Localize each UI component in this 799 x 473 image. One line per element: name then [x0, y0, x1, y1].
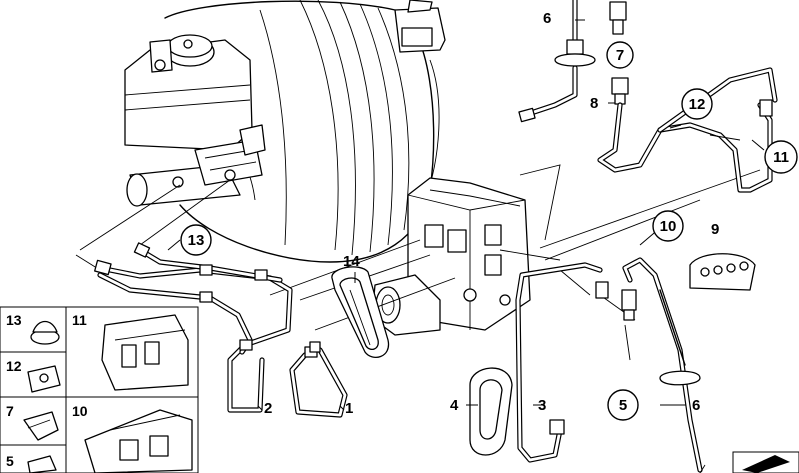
- callout-3: 3: [538, 397, 546, 414]
- callout-9: 9: [711, 221, 719, 238]
- pipe-clip-icon: [689, 253, 756, 291]
- inset-label-13: 13: [6, 312, 22, 328]
- abs-hydraulic-unit-icon: [371, 177, 531, 336]
- callout-8: 8: [590, 95, 598, 112]
- callout-14: 14: [343, 253, 360, 270]
- inset-label-12: 12: [6, 358, 22, 374]
- brake-hose-icon: [621, 257, 706, 473]
- inset-label-11: 11: [72, 312, 87, 328]
- brake-hose-icon: [518, 0, 629, 123]
- catalog-page-arrow-icon: [732, 451, 799, 473]
- callout-5: 5: [619, 397, 627, 414]
- callout-1: 1: [345, 400, 353, 417]
- callout-13: 13: [188, 232, 205, 249]
- inset-label-7: 7: [6, 403, 14, 419]
- pipe-grommet-icon: [469, 367, 513, 456]
- callout-10: 10: [660, 218, 677, 235]
- master-cylinder-icon: [124, 34, 266, 207]
- callout-2: 2: [264, 400, 272, 417]
- inset-label-5: 5: [6, 453, 14, 469]
- callout-6-bottom: 6: [692, 397, 700, 414]
- brake-pipe-icon: [94, 242, 348, 418]
- callout-12: 12: [689, 96, 706, 113]
- callout-4: 4: [450, 397, 459, 414]
- clips-inset-panel: [0, 306, 199, 473]
- pipe-grommet-icon: [331, 266, 390, 358]
- inset-label-10: 10: [72, 403, 88, 419]
- callout-6-top: 6: [543, 10, 551, 27]
- callout-11: 11: [773, 149, 789, 166]
- callout-7: 7: [616, 47, 624, 64]
- brake-booster-icon: [164, 0, 446, 263]
